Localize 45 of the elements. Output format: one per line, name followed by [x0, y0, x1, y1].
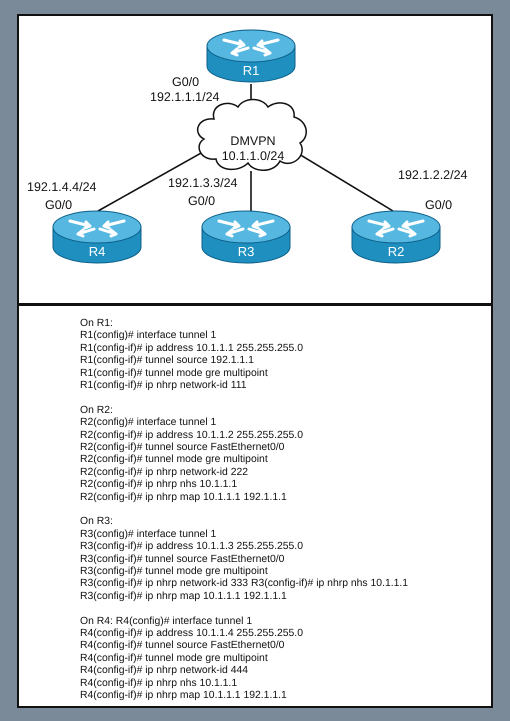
config-line: R4(config-if)# ip address 10.1.1.4 255.255.255.0 [80, 628, 303, 640]
config-line: R3(config)# interface tunnel 1 [80, 528, 216, 542]
config-line: R1(config-if)# ip address 10.1.1.1 255.255.255.0 [80, 342, 303, 356]
interface-label: G0/0 [45, 198, 72, 212]
config-line: On R3: [80, 516, 113, 529]
config-line: On R1: [80, 318, 113, 330]
config-line: R2(config-if)# ip nhrp map 10.1.1.1 192.1.1.1 [80, 492, 287, 504]
link-line [298, 154, 394, 212]
config-line: On R2: [80, 404, 113, 418]
link-line [250, 171, 252, 211]
config-line: R2(config-if)# ip address 10.1.1.2 255.255.255.0 [80, 430, 303, 442]
config-line: R3(config-if)# tunnel source FastEthernet0/0 [80, 554, 284, 566]
config-line: R2(config-if)# ip nhrp network-id 222 [80, 466, 248, 480]
network-label: DMVPN 10.1.1.0/24 [220, 134, 286, 164]
link-line [98, 152, 202, 212]
link-line [250, 84, 252, 99]
config-line: R1(config-if)# tunnel mode gre multipoint [80, 368, 268, 380]
interface-label: 192.1.3.3/24 [168, 176, 238, 190]
config-line: R3(config-if)# ip nhrp map 10.1.1.1 192.1.1.1 [80, 590, 287, 604]
config-line: R1(config)# interface tunnel 1 [80, 330, 216, 343]
interface-label: G0/0 [425, 198, 452, 212]
config-line: R4(config-if)# ip nhrp nhs 10.1.1.1 [80, 678, 238, 690]
router-name: R3 [236, 244, 256, 259]
config-line: R2(config-if)# ip nhrp nhs 10.1.1.1 [80, 479, 238, 492]
interface-label: G0/0 [188, 194, 216, 208]
config-line: On R4: R4(config)# interface tunnel 1 [80, 616, 252, 628]
config-line: R3(config-if)# tunnel mode gre multipoint [80, 566, 268, 578]
interface-label: 192.1.1.1/24 [150, 90, 220, 104]
config-line: R3(config-if)# ip address 10.1.1.3 255.255.255.0 [80, 541, 303, 554]
router-name: R4 [88, 244, 106, 259]
config-line: R4(config-if)# ip nhrp network-id 444 [80, 665, 248, 678]
config-line: R4(config-if)# ip nhrp map 10.1.1.1 192.1.1.1 [80, 690, 287, 702]
router-name: R2 [386, 244, 406, 259]
config-line: R1(config-if)# tunnel source 192.1.1.1 [80, 355, 254, 368]
config-line: R4(config-if)# tunnel source FastEthernet0/0 [80, 640, 284, 653]
config-line: R3(config-if)# ip nhrp network-id 333 R3(config-if)# ip nhrp nhs 10.1.1.1 [80, 578, 408, 591]
interface-label: 192.1.4.4/24 [27, 180, 97, 194]
config-line: R2(config-if)# tunnel source FastEthernet0/0 [80, 442, 284, 454]
config-line: R2(config)# interface tunnel 1 [80, 417, 216, 430]
config-line: R1(config-if)# ip nhrp network-id 111 [80, 380, 247, 392]
interface-label: 192.1.2.2/24 [398, 168, 468, 182]
router-name: R1 [242, 63, 260, 78]
config-line: R2(config-if)# tunnel mode gre multipoint [80, 454, 268, 467]
config-line: R4(config-if)# tunnel mode gre multipoint [80, 652, 268, 666]
interface-label: G0/0 [172, 75, 200, 89]
